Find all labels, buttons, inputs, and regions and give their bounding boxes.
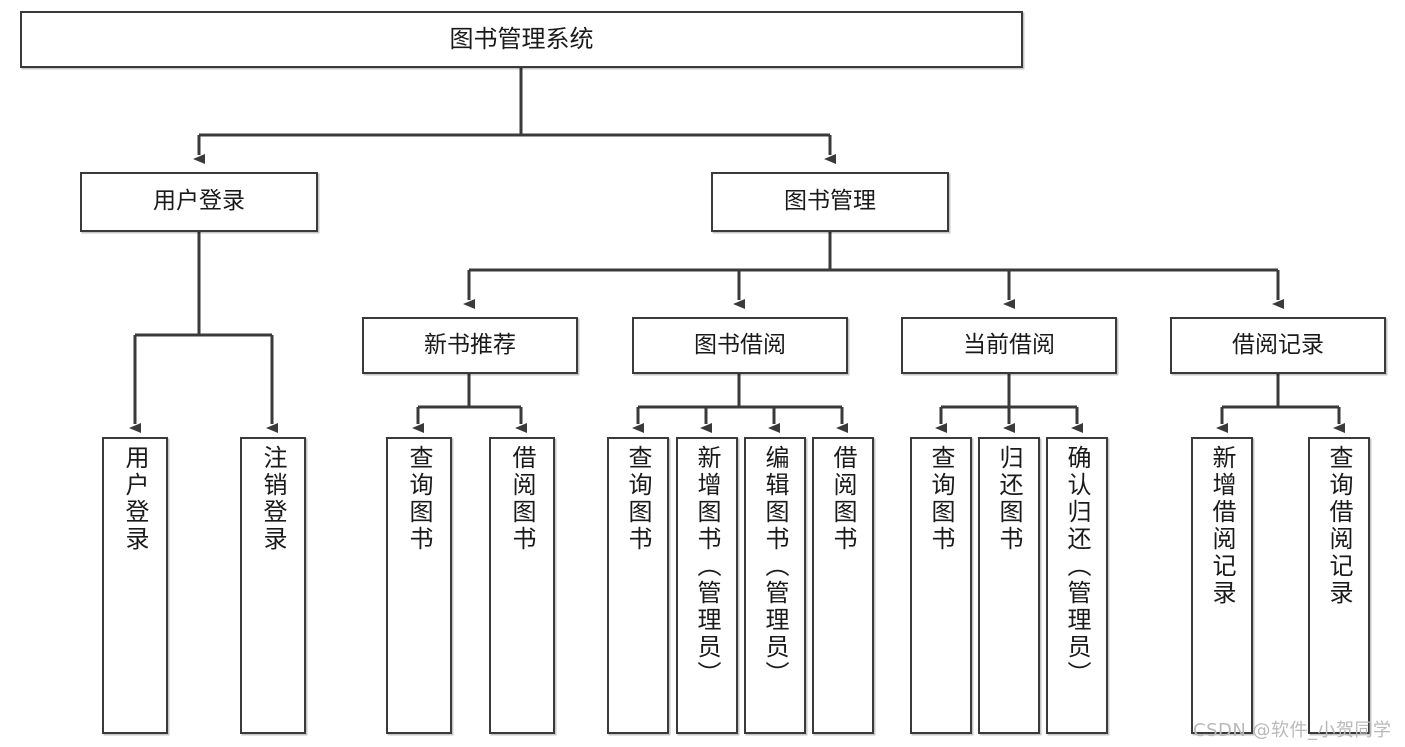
- node-leaf-add-record[interactable]: 新增借阅记录: [1191, 437, 1253, 734]
- node-leaf-query-book-2[interactable]: 查询图书: [607, 437, 669, 734]
- node-leaf-user-logout[interactable]: 注销登录: [240, 437, 306, 734]
- node-leaf-user-login-label: 用户登录: [121, 445, 149, 553]
- node-borrow-record-label: 借阅记录: [1232, 331, 1324, 358]
- node-leaf-query-book-1-label: 查询图书: [405, 445, 433, 553]
- node-leaf-borrow-book-2-label: 借阅图书: [829, 445, 857, 553]
- node-leaf-confirm-return[interactable]: 确认归还（管理员）: [1046, 437, 1108, 734]
- node-leaf-add-record-label: 新增借阅记录: [1208, 445, 1236, 607]
- node-root-label: 图书管理系统: [449, 25, 594, 54]
- node-current-borrow-label: 当前借阅: [963, 331, 1055, 358]
- node-leaf-query-book-3[interactable]: 查询图书: [910, 437, 972, 734]
- node-leaf-edit-book-label: 编辑图书（管理员）: [761, 445, 789, 688]
- node-leaf-user-logout-label: 注销登录: [259, 445, 287, 553]
- node-leaf-confirm-return-label: 确认归还（管理员）: [1063, 445, 1091, 688]
- node-leaf-return-book-label: 归还图书: [995, 445, 1023, 553]
- node-leaf-add-book-label: 新增图书（管理员）: [693, 445, 721, 688]
- node-leaf-query-record-label: 查询借阅记录: [1325, 445, 1353, 607]
- node-book-management-label: 图书管理: [784, 188, 876, 215]
- node-new-book-recommend[interactable]: 新书推荐: [362, 317, 578, 374]
- node-user-login-label: 用户登录: [153, 188, 245, 215]
- node-root[interactable]: 图书管理系统: [20, 11, 1023, 68]
- node-book-management[interactable]: 图书管理: [711, 172, 949, 232]
- node-borrow-record[interactable]: 借阅记录: [1170, 317, 1386, 374]
- node-leaf-query-book-1[interactable]: 查询图书: [386, 437, 452, 734]
- node-leaf-query-book-2-label: 查询图书: [624, 445, 652, 553]
- node-leaf-query-book-3-label: 查询图书: [927, 445, 955, 553]
- node-book-borrow[interactable]: 图书借阅: [632, 317, 848, 374]
- node-leaf-return-book[interactable]: 归还图书: [978, 437, 1040, 734]
- node-leaf-add-book[interactable]: 新增图书（管理员）: [676, 437, 738, 734]
- node-book-borrow-label: 图书借阅: [694, 331, 786, 358]
- node-current-borrow[interactable]: 当前借阅: [901, 317, 1117, 374]
- watermark: CSDN @软件_小贺同学: [1193, 720, 1392, 741]
- node-leaf-borrow-book-1-label: 借阅图书: [508, 445, 536, 553]
- node-leaf-user-login[interactable]: 用户登录: [102, 437, 168, 734]
- node-user-login[interactable]: 用户登录: [80, 172, 318, 232]
- node-new-book-recommend-label: 新书推荐: [424, 331, 516, 358]
- node-leaf-borrow-book-2[interactable]: 借阅图书: [812, 437, 874, 734]
- node-leaf-edit-book[interactable]: 编辑图书（管理员）: [744, 437, 806, 734]
- node-leaf-query-record[interactable]: 查询借阅记录: [1308, 437, 1370, 734]
- node-leaf-borrow-book-1[interactable]: 借阅图书: [489, 437, 555, 734]
